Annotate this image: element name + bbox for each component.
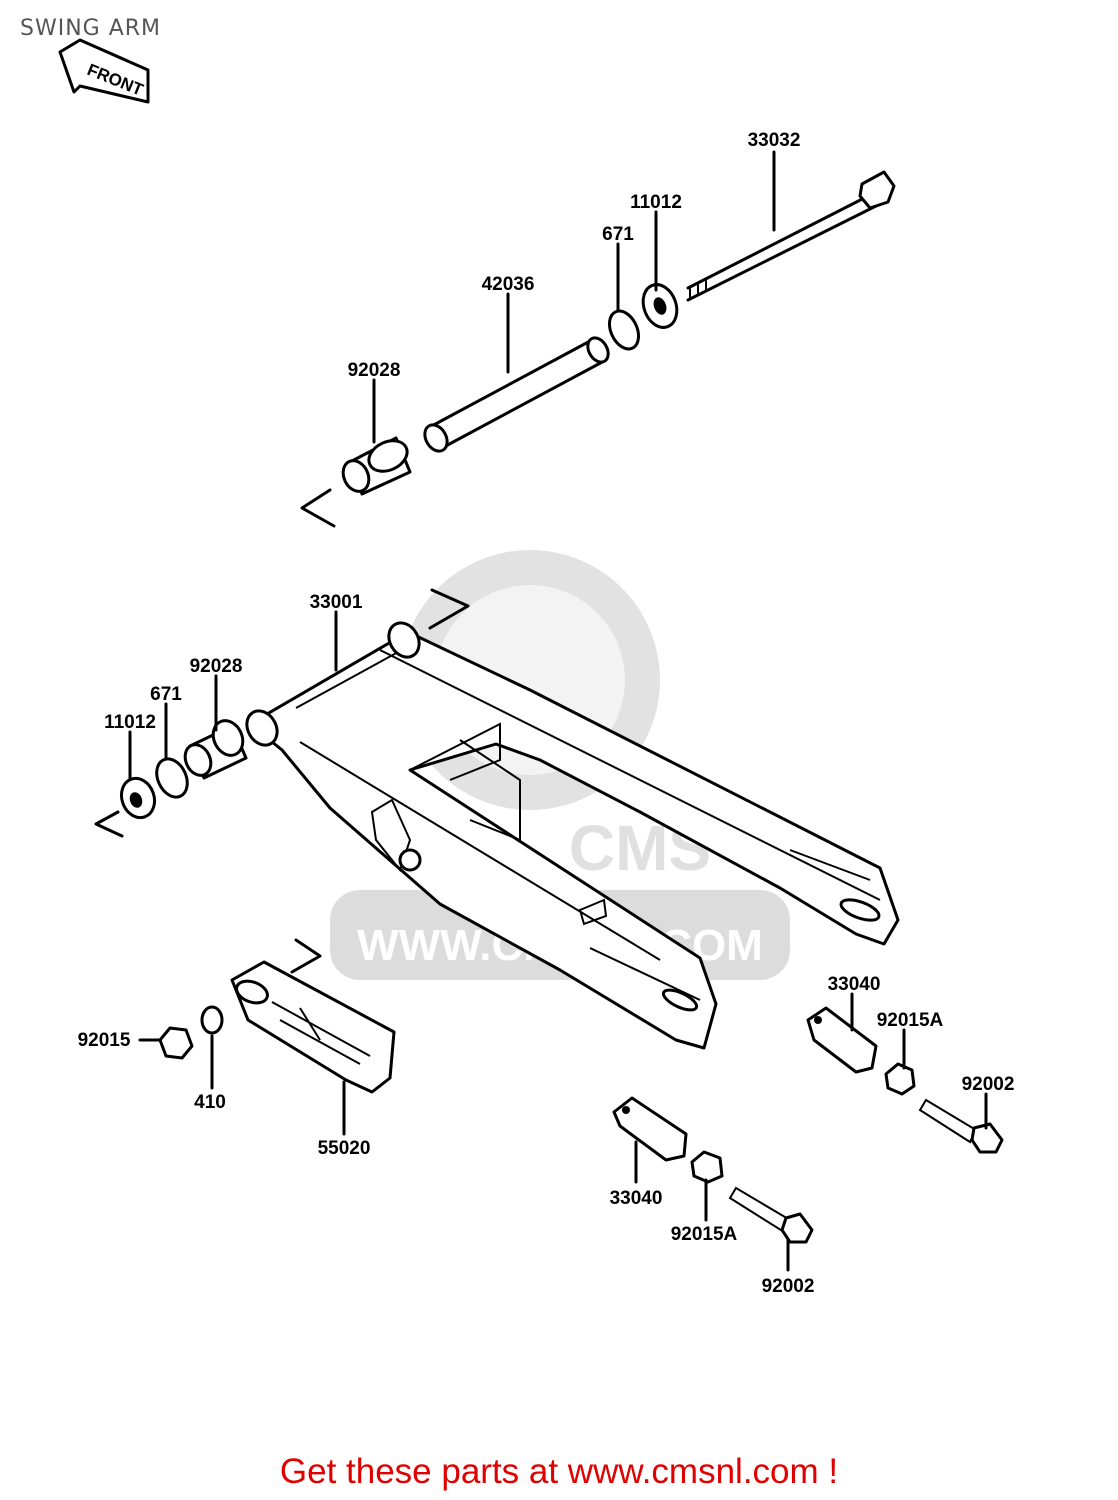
part-label-11012-left: 11012 (104, 712, 156, 733)
part-label-55020: 55020 (318, 1138, 371, 1159)
part-label-671-left: 671 (150, 684, 182, 705)
swing-arm-body (245, 621, 900, 1050)
leader-lines (128, 150, 988, 1272)
part-label-33040-bottom: 33040 (610, 1188, 663, 1209)
footer-parts-link[interactable]: Get these parts at www.cmsnl.com ! (279, 1452, 839, 1491)
part-label-92028-top: 92028 (348, 360, 401, 381)
part-label-92015: 92015 (78, 1030, 131, 1051)
adjuster-bolt-bottom (728, 1186, 814, 1244)
nut-right (884, 1062, 916, 1096)
part-label-92015A-right: 92015A (877, 1010, 944, 1031)
part-label-33040-right: 33040 (828, 974, 881, 995)
pivot-bolt (686, 170, 896, 302)
part-label-410: 410 (194, 1092, 226, 1113)
bushing-left (183, 719, 248, 780)
chain-guide (230, 960, 396, 1094)
part-label-33001: 33001 (310, 592, 363, 613)
chain-adjuster-bottom (612, 1096, 688, 1162)
nut-bottom (690, 1150, 724, 1184)
part-label-671-top: 671 (602, 224, 634, 245)
part-label-92002-bottom: 92002 (762, 1276, 815, 1297)
chain-adjuster-right (806, 1006, 878, 1074)
part-label-42036: 42036 (482, 274, 535, 295)
page-title: SWING ARM (20, 16, 162, 41)
nut-92015 (138, 1026, 194, 1060)
front-direction-arrow: FRONT (58, 38, 150, 104)
bushing-top (341, 436, 412, 496)
part-label-92028-left: 92028 (190, 656, 243, 677)
part-label-33032: 33032 (748, 130, 801, 151)
pivot-sleeve (423, 336, 610, 453)
part-label-11012-top: 11012 (630, 192, 682, 213)
washer-410 (200, 1005, 224, 1035)
ring-left (155, 757, 189, 799)
ring-top (607, 309, 641, 351)
part-labels: 33032 11012 671 42036 92028 33001 92028 … (78, 130, 1015, 1297)
part-label-92015A-bottom: 92015A (671, 1224, 738, 1245)
part-label-92002-right: 92002 (962, 1074, 1015, 1095)
adjuster-bolt-right (918, 1098, 1004, 1154)
